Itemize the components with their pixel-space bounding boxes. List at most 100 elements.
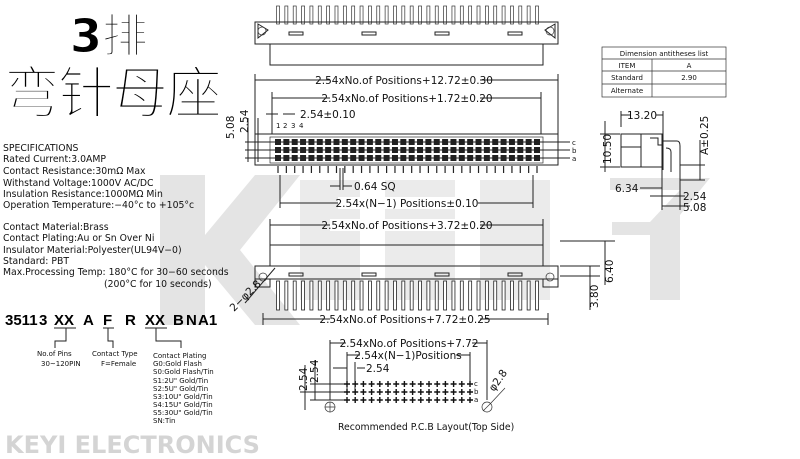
pcb-hole bbox=[344, 381, 350, 387]
pn-a: A bbox=[83, 312, 94, 329]
pin bbox=[301, 5, 305, 25]
pin bbox=[292, 5, 297, 25]
pcb-hole bbox=[393, 389, 400, 395]
pcb-hole bbox=[467, 397, 473, 403]
pcb-hole bbox=[344, 389, 350, 395]
pin bbox=[434, 5, 439, 25]
pcb-hole bbox=[352, 389, 359, 395]
pin bbox=[518, 5, 523, 25]
pin bbox=[484, 280, 489, 311]
pcb-hole bbox=[450, 397, 457, 403]
pin bbox=[409, 5, 414, 25]
pin bbox=[443, 5, 447, 25]
pcb-hole bbox=[450, 389, 457, 395]
title-line1: 3排 bbox=[70, 9, 148, 63]
pcb-hole bbox=[376, 389, 383, 395]
pcb-hole bbox=[442, 397, 449, 403]
spec-line: Max.Processing Temp: 180°C for 30−60 sec… bbox=[3, 267, 229, 278]
pcb-hole bbox=[393, 381, 400, 387]
plating-option: S1:2U" Gold/Tin bbox=[153, 377, 208, 385]
pin bbox=[342, 280, 347, 311]
dim-side-depth: 13.20 bbox=[627, 110, 657, 122]
pcb-hole bbox=[401, 389, 408, 395]
pin bbox=[326, 280, 331, 311]
front-view: 2.54xNo.of Positions+12.72±0.30 2.54xNo.… bbox=[225, 74, 577, 245]
specifications: SPECIFICATIONS Rated Current:3.0AMP Cont… bbox=[3, 143, 229, 290]
pn-r: R bbox=[125, 312, 136, 329]
pcb-hole bbox=[376, 397, 383, 403]
pin-number: 2 bbox=[283, 122, 287, 130]
spec-line: (200°C for 10 seconds) bbox=[104, 279, 212, 290]
pn-rows: 3 bbox=[39, 312, 47, 329]
pcb-hole bbox=[458, 389, 465, 395]
pin bbox=[535, 5, 539, 25]
pin bbox=[384, 5, 389, 25]
pin bbox=[459, 280, 464, 311]
table-cell: ITEM bbox=[619, 62, 636, 70]
table-title: Dimension antitheses list bbox=[620, 50, 709, 58]
plating-option: S5:30U" Gold/Tin bbox=[153, 409, 213, 417]
table-cell: A bbox=[687, 62, 692, 70]
side-view: 13.20 10.50 A±0.25 6.34 2.54 5.08 bbox=[600, 110, 711, 214]
pcb-hole bbox=[352, 381, 359, 387]
pcb-hole bbox=[434, 381, 441, 387]
dim-overall: 2.54xNo.of Positions+12.72±0.30 bbox=[315, 75, 493, 87]
pin bbox=[317, 5, 322, 25]
pin bbox=[276, 5, 280, 25]
spec-line: Rated Current:3.0AMP bbox=[3, 154, 106, 165]
pcb-hole bbox=[417, 397, 424, 403]
row-label-a: a bbox=[572, 155, 576, 163]
pin bbox=[493, 5, 498, 25]
pin bbox=[368, 280, 372, 311]
pn-series: 3511 bbox=[5, 312, 38, 329]
pins-label: No.of Pins bbox=[37, 350, 72, 358]
pin bbox=[510, 280, 514, 311]
pin bbox=[409, 280, 414, 311]
pcb-dim-span: 2.54x(N−1)Positions bbox=[354, 350, 461, 362]
contact-type-label: Contact Type bbox=[92, 350, 138, 358]
dim-flange: 2.54xNo.of Positions+7.72±0.25 bbox=[319, 314, 490, 326]
pcb-hole bbox=[467, 381, 473, 387]
pin bbox=[485, 5, 489, 25]
dim-side-pitch-5-08: 5.08 bbox=[683, 202, 706, 214]
spec-line: Operation Temperature:−40°c to +105°c bbox=[3, 200, 194, 211]
pin bbox=[284, 280, 289, 311]
pin bbox=[459, 5, 464, 25]
part-number: 3511 3 XX A F R XX B N A1 No.of Pins 30~… bbox=[5, 312, 217, 425]
pin bbox=[493, 280, 498, 311]
pin bbox=[526, 5, 531, 25]
pin bbox=[476, 5, 481, 25]
spec-line: Standard: PBT bbox=[3, 256, 69, 267]
pin bbox=[451, 5, 456, 25]
pcb-hole bbox=[426, 381, 432, 387]
pin-number: 1 bbox=[276, 122, 280, 130]
pcb-hole bbox=[434, 397, 441, 403]
pin-number: 4 bbox=[299, 122, 304, 130]
pin bbox=[401, 5, 406, 25]
spec-line: Contact Plating:Au or Sn Over Ni bbox=[3, 233, 154, 244]
pcb-hole bbox=[458, 397, 465, 403]
spec-line: Insulator Material:Polyester(UL94V−0) bbox=[3, 245, 182, 256]
pcb-row-c: c bbox=[474, 380, 478, 388]
pcb-hole bbox=[417, 389, 424, 395]
pcb-hole bbox=[401, 397, 408, 403]
pin bbox=[418, 280, 422, 311]
spec-line: Contact Resistance:30mΩ Max bbox=[3, 166, 146, 177]
pcb-hole bbox=[426, 389, 432, 395]
pcb-hole bbox=[458, 381, 465, 387]
pcb-hole bbox=[401, 381, 408, 387]
plating-option: G0:Gold Flash bbox=[153, 360, 202, 368]
pcb-hole bbox=[409, 381, 416, 387]
dim-side-pitch-2-54: 2.54 bbox=[683, 191, 707, 203]
dim-span: 2.54x(N−1) Positions±0.10 bbox=[336, 198, 479, 210]
dim-height-6-40: 6.40 bbox=[604, 260, 616, 283]
pcb-hole bbox=[409, 397, 416, 403]
pn-n: N bbox=[186, 312, 197, 329]
pcb-hole bbox=[360, 397, 367, 403]
pin bbox=[376, 280, 381, 311]
pin bbox=[276, 280, 280, 311]
pcb-hole bbox=[442, 381, 449, 387]
pcb-hole bbox=[434, 389, 441, 395]
spec-line: Contact Material:Brass bbox=[3, 222, 109, 233]
